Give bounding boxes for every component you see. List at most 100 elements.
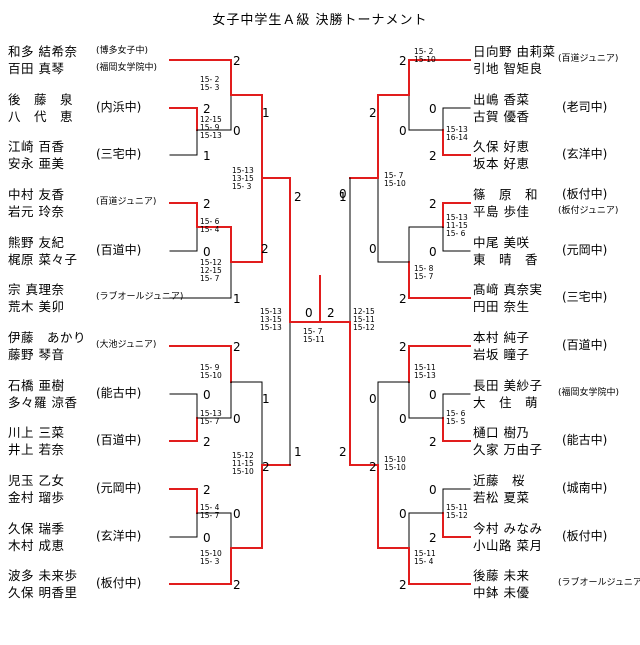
player-name: 川上 三菜: [8, 425, 65, 440]
score-number: 1: [339, 190, 347, 204]
set-scores: 15-13 11-15 15- 6: [446, 213, 468, 239]
player-name: 金村 瑠歩: [8, 490, 65, 505]
player-name: 熊野 友紀: [8, 235, 65, 250]
club-name: (城南中): [562, 481, 608, 495]
score-number: 2: [369, 106, 377, 120]
club-name: (大池ジュニア): [96, 340, 157, 350]
score-number: 2: [203, 102, 211, 116]
club-name: (福岡女学院中): [558, 388, 620, 398]
club-name: (百道ジュニア): [558, 54, 619, 64]
score-number: 1: [294, 445, 302, 459]
player-name: 伊藤 あかり: [8, 330, 87, 345]
club-name: (百道中): [562, 338, 608, 352]
set-scores: 15-13 13-15 15-13: [260, 307, 282, 333]
club-name: (百道中): [96, 243, 142, 257]
player-name: 井上 若奈: [8, 442, 65, 457]
score-number: 0: [233, 124, 241, 138]
score-number: 2: [261, 242, 269, 256]
player-name: 久保 好恵: [473, 139, 530, 154]
club-name: (福岡女学院中): [96, 63, 158, 73]
page-title: 女子中学生Ａ級 決勝トーナメント: [212, 13, 428, 28]
set-scores: 15- 2 15-10: [414, 47, 436, 65]
club-name: (板付中): [562, 187, 608, 201]
player-name: 児玉 乙女: [8, 473, 65, 488]
player-name: 小山路 菜月: [473, 538, 543, 553]
club-name: (能古中): [96, 386, 142, 400]
player-name: 髙﨑 真奈実: [473, 282, 543, 297]
score-number: 1: [262, 106, 270, 120]
club-name: (元岡中): [96, 481, 142, 495]
score-number: 1: [203, 149, 211, 163]
score-number: 0: [429, 245, 437, 259]
set-scores: 15-10 15- 3: [200, 549, 222, 567]
club-name: (博多女子中): [96, 46, 149, 56]
set-scores: 12-15 15-11 15-12: [353, 307, 375, 333]
club-name: (玄洋中): [562, 147, 608, 161]
set-scores: 15- 9 15-10: [200, 363, 222, 381]
set-scores: 15- 6 15- 5: [446, 409, 466, 427]
player-name: 波多 未来歩: [8, 568, 78, 583]
score-number: 0: [399, 507, 407, 521]
score-number: 2: [262, 460, 270, 474]
score-number: 0: [339, 187, 347, 201]
player-name: 引地 智矩良: [473, 61, 543, 76]
club-name: (板付ジュニア): [558, 206, 619, 216]
score-number: 0: [429, 102, 437, 116]
set-scores: 15- 2 15- 3: [200, 75, 220, 93]
player-name: 今村 みなみ: [473, 521, 543, 536]
set-scores: 12-15 15- 9 15-13: [200, 115, 222, 141]
player-name: 木村 成恵: [8, 538, 65, 553]
score-number: 2: [429, 197, 437, 211]
player-name: 中村 友香: [8, 187, 65, 202]
player-name: 多々羅 涼香: [8, 395, 78, 410]
score-number: 2: [203, 435, 211, 449]
player-name: 若松 夏菜: [473, 490, 530, 505]
player-name: 大 住 萌: [473, 395, 539, 410]
player-name: 後藤 未来: [473, 568, 530, 583]
player-name: 久家 万由子: [473, 442, 543, 457]
score-number: 0: [369, 392, 377, 406]
player-name: 東 晴 香: [473, 252, 539, 267]
player-name: 久保 瑞季: [8, 521, 65, 536]
set-scores: 15- 8 15- 7: [414, 264, 434, 282]
score-number: 2: [369, 460, 377, 474]
set-scores: 15-11 15- 4: [414, 549, 436, 567]
set-scores: 15-12 12-15 15- 7: [200, 258, 222, 284]
score-number: 0: [203, 531, 211, 545]
set-scores: 15- 4 15- 7: [200, 503, 220, 521]
score-number: 2: [233, 340, 241, 354]
set-scores: 15-12 11-15 15-10: [232, 451, 254, 477]
score-number: 2: [294, 190, 302, 204]
score-number: 1: [262, 392, 270, 406]
score-number: 2: [399, 292, 407, 306]
score-number: 0: [429, 483, 437, 497]
player-name: 樋口 樹乃: [473, 425, 530, 440]
player-name: 中鉢 未優: [473, 585, 530, 600]
score-number: 2: [203, 197, 211, 211]
score-number: 1: [233, 292, 241, 306]
score-number: 0: [203, 245, 211, 259]
player-name: 本村 純子: [473, 330, 530, 345]
score-number: 2: [399, 578, 407, 592]
player-name: 坂本 好恵: [473, 156, 530, 171]
final-score: 2: [327, 306, 335, 320]
club-name: (ラブオールジュニア): [96, 292, 184, 302]
player-name: 和多 結希奈: [8, 44, 78, 59]
player-name: 荒木 美卯: [8, 299, 65, 314]
set-scores: 15-11 15-12: [446, 503, 468, 521]
score-number: 2: [399, 54, 407, 68]
player-name: 岩坂 瞳子: [473, 347, 530, 362]
score-number: 0: [233, 507, 241, 521]
player-name: 百田 真琴: [8, 61, 65, 76]
player-name: 古賀 優香: [473, 109, 530, 124]
set-scores: 15-13 16-14: [446, 125, 468, 143]
final-score: 0: [305, 306, 313, 320]
score-number: 0: [399, 124, 407, 138]
player-name: 篠 原 和: [473, 187, 539, 202]
player-name: 日向野 由莉菜: [473, 44, 556, 59]
player-name: 宗 真理奈: [8, 282, 65, 297]
player-name: 円田 奈生: [473, 299, 530, 314]
set-scores: 15-13 15- 7: [200, 409, 222, 427]
score-number: 2: [399, 340, 407, 354]
